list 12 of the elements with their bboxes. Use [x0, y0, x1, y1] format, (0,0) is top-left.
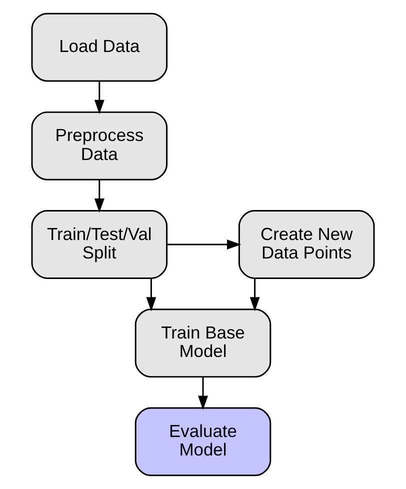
arrow	[250, 278, 260, 312]
arrow	[198, 377, 208, 410]
arrow	[167, 240, 242, 250]
arrow	[94, 81, 104, 114]
node-box: Evaluate Model	[134, 407, 272, 476]
node-box: Create New Data Points	[238, 210, 375, 279]
node-box: Load Data	[31, 12, 168, 82]
node-box: Preprocess Data	[31, 111, 168, 180]
node-box: Train Base Model	[134, 308, 272, 378]
node-box: Train/Test/Val Split	[31, 210, 168, 279]
arrow	[146, 278, 156, 312]
arrow	[94, 180, 104, 213]
